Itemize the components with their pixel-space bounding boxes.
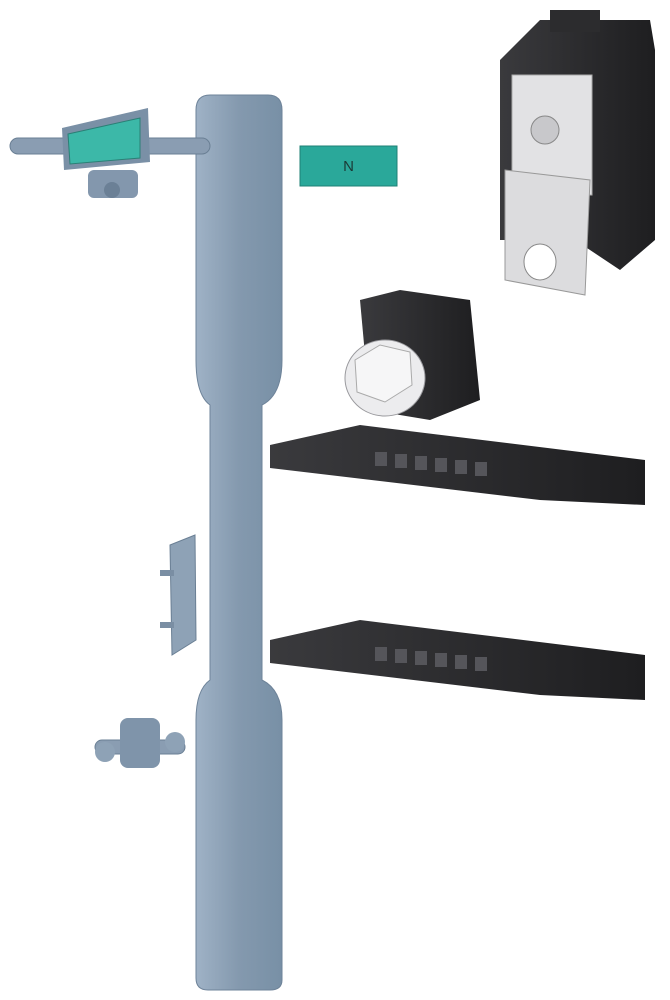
bolt-terminal [344, 290, 480, 420]
busbar-bracket [160, 534, 197, 656]
phase-barrier-comb-1 [270, 425, 645, 505]
phase-barrier-comb-2 [270, 620, 645, 700]
box-terminal [500, 10, 655, 296]
busbar-clamp-bottom [94, 718, 186, 768]
neutral-busbar [195, 94, 283, 991]
busbar-clamp-top [9, 108, 211, 198]
neutral-label-text: N [343, 158, 354, 175]
neutral-label-plate [299, 145, 398, 187]
